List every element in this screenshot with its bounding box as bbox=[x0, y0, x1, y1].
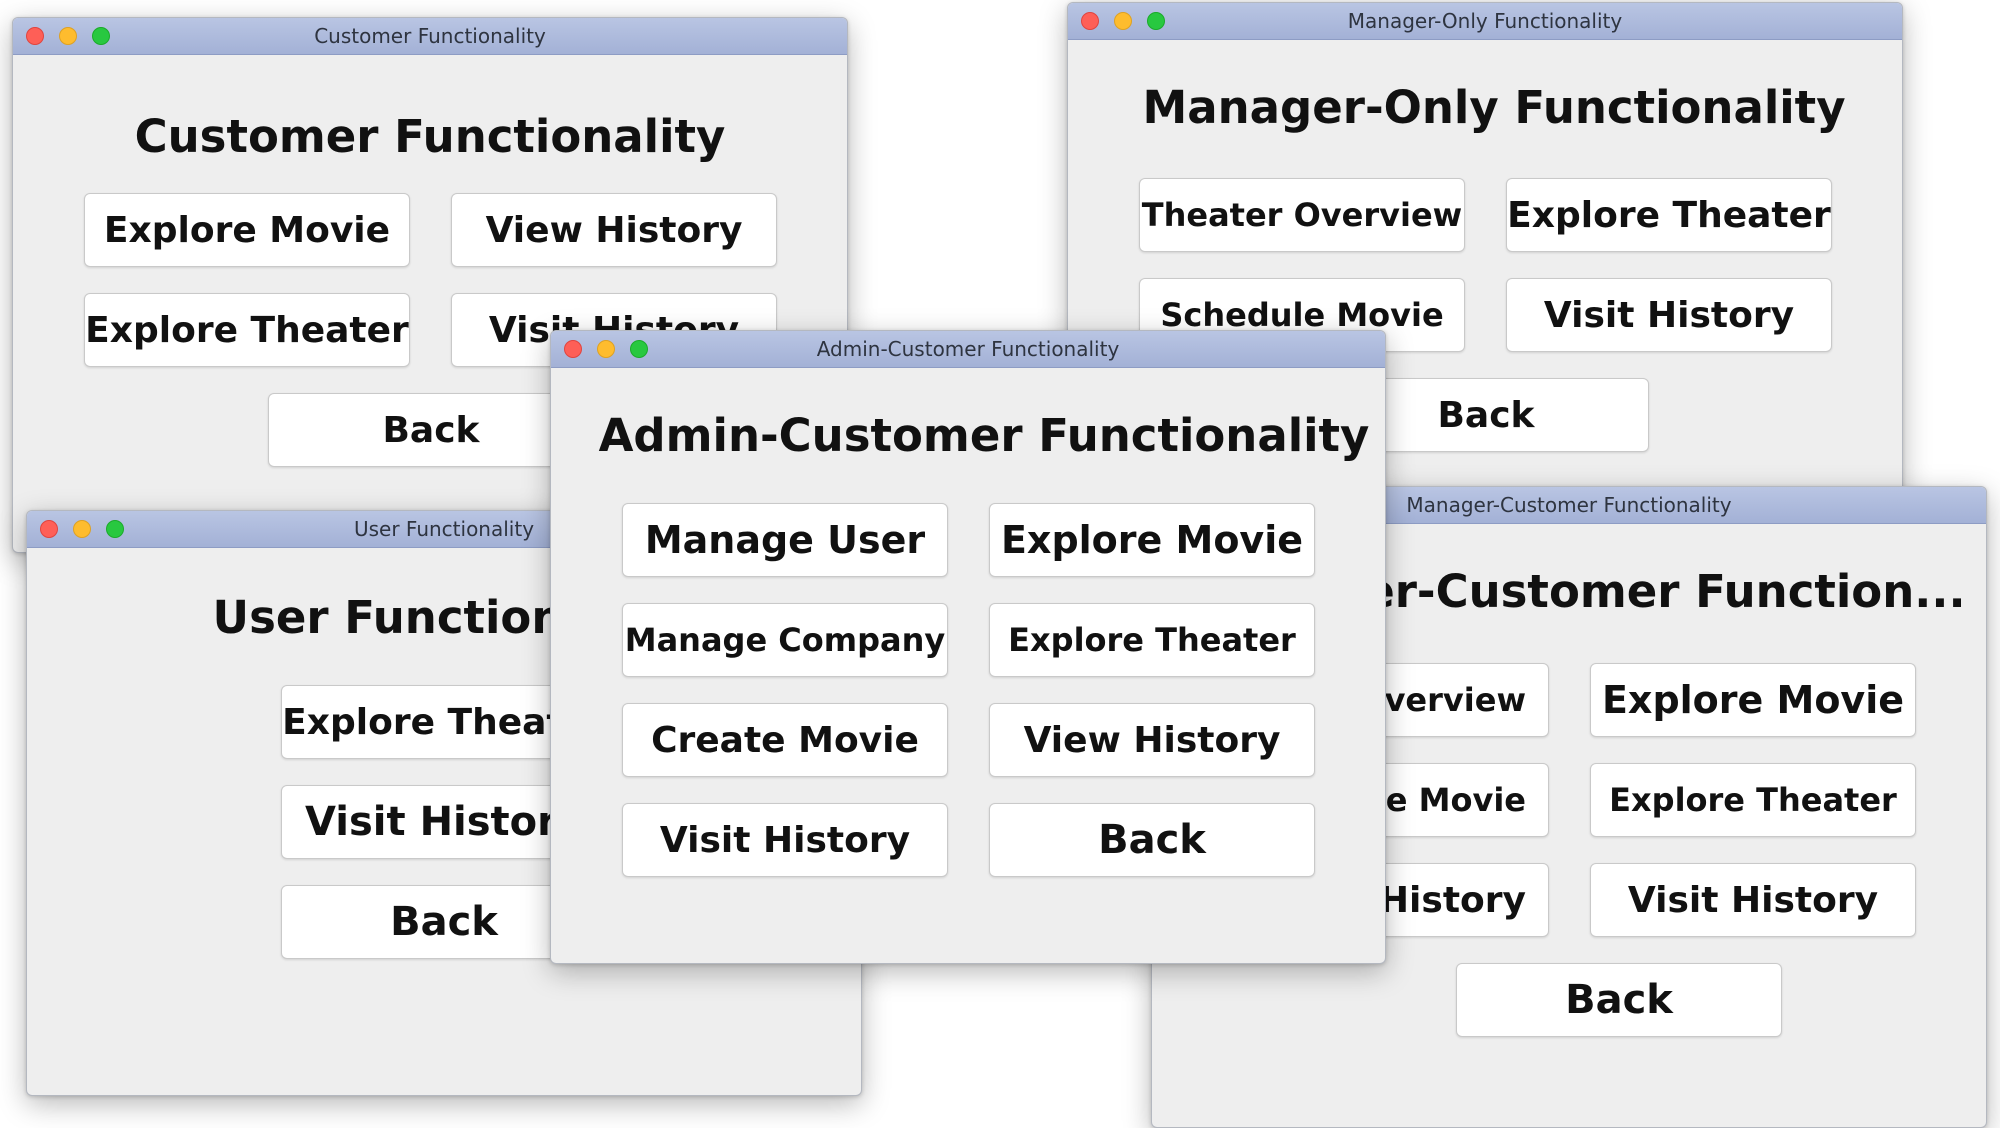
explore-theater-button[interactable]: Explore Theater bbox=[1590, 763, 1916, 837]
page-title: Customer Functionality bbox=[134, 110, 726, 163]
back-button[interactable]: Back bbox=[268, 393, 594, 467]
page-title: Manager-Only Functionality bbox=[1142, 81, 1846, 134]
explore-movie-button[interactable]: Explore Movie bbox=[989, 503, 1315, 577]
zoom-icon[interactable] bbox=[630, 340, 648, 358]
window-title: Customer Functionality bbox=[314, 24, 546, 48]
minimize-icon[interactable] bbox=[59, 27, 77, 45]
page-title: Admin-Customer Functionality bbox=[598, 409, 1370, 462]
window-title: User Functionality bbox=[353, 517, 535, 541]
window-title: Manager-Only Functionality bbox=[1347, 9, 1623, 33]
close-icon[interactable] bbox=[26, 27, 44, 45]
create-movie-button[interactable]: Create Movie bbox=[622, 703, 948, 777]
zoom-icon[interactable] bbox=[1147, 12, 1165, 30]
explore-movie-button[interactable]: Explore Movie bbox=[1590, 663, 1916, 737]
window-title: Admin-Customer Functionality bbox=[816, 337, 1120, 361]
window-title: Manager-Customer Functionality bbox=[1406, 493, 1732, 517]
admin-customer-functionality-window: Admin-Customer Functionality Admin-Custo… bbox=[550, 330, 1386, 964]
customer-functionality-window: Customer Functionality Customer Function… bbox=[12, 17, 848, 553]
close-icon[interactable] bbox=[1081, 12, 1099, 30]
view-history-button[interactable]: View History bbox=[989, 703, 1315, 777]
manage-company-button[interactable]: Manage Company bbox=[622, 603, 948, 677]
theater-overview-button[interactable]: Theater Overview bbox=[1139, 178, 1465, 252]
minimize-icon[interactable] bbox=[597, 340, 615, 358]
manage-user-button[interactable]: Manage User bbox=[622, 503, 948, 577]
back-button[interactable]: Back bbox=[989, 803, 1315, 877]
visit-history-button[interactable]: Visit History bbox=[1506, 278, 1832, 352]
visit-history-button[interactable]: Visit History bbox=[622, 803, 948, 877]
zoom-icon[interactable] bbox=[92, 27, 110, 45]
close-icon[interactable] bbox=[40, 520, 58, 538]
view-history-button[interactable]: View History bbox=[451, 193, 777, 267]
title-bar[interactable]: Manager-Only Functionality bbox=[1068, 3, 1902, 40]
minimize-icon[interactable] bbox=[73, 520, 91, 538]
explore-theater-button[interactable]: Explore Theater bbox=[84, 293, 410, 367]
back-button[interactable]: Back bbox=[1456, 963, 1782, 1037]
explore-theater-button[interactable]: Explore Theater bbox=[1506, 178, 1832, 252]
close-icon[interactable] bbox=[564, 340, 582, 358]
explore-movie-button[interactable]: Explore Movie bbox=[84, 193, 410, 267]
minimize-icon[interactable] bbox=[1114, 12, 1132, 30]
title-bar[interactable]: Customer Functionality bbox=[13, 18, 847, 55]
title-bar[interactable]: Admin-Customer Functionality bbox=[551, 331, 1385, 368]
zoom-icon[interactable] bbox=[106, 520, 124, 538]
explore-theater-button[interactable]: Explore Theater bbox=[989, 603, 1315, 677]
visit-history-button[interactable]: Visit History bbox=[1590, 863, 1916, 937]
